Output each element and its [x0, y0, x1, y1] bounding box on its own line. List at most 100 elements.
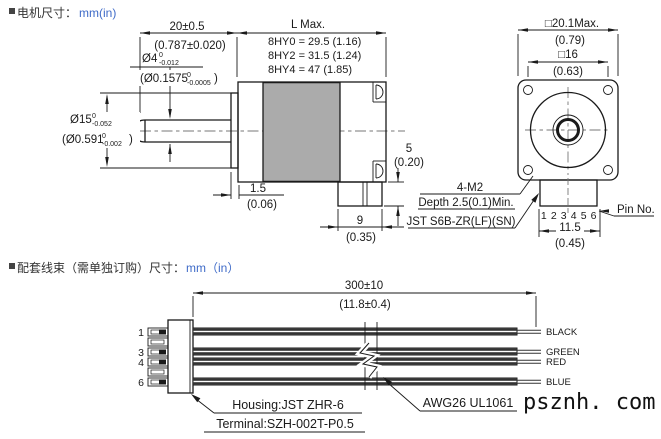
m2-depth-label: Depth 2.5(0.1)Min. — [418, 197, 513, 209]
dim-text-inch: (0.79) — [555, 35, 585, 47]
pin-number: 4 — [138, 357, 144, 369]
wire-label-red: RED — [546, 357, 566, 368]
wire-blue — [192, 377, 541, 386]
jst-label: JST S6B-ZR(LF)(SN) — [406, 216, 515, 228]
wire-green — [192, 347, 541, 356]
pin-number: 6 — [138, 377, 144, 389]
dim-harness-length: 300±10 (11.8±0.4) — [192, 280, 537, 327]
dim-text-inch: (0.45) — [555, 238, 585, 250]
awg-label: AWG26 UL1061 — [423, 396, 514, 410]
bullet-icon — [9, 263, 15, 269]
tolerance-lower: -0.0005 — [187, 80, 211, 87]
wire-label-black: BLACK — [546, 327, 578, 338]
tolerance-upper: 0 — [159, 52, 163, 59]
dim-text-inch: (0.63) — [553, 66, 583, 78]
screw-hole — [603, 165, 613, 175]
pin-number: 1 — [138, 327, 144, 339]
harness-drawing: 1 3 4 6 — [138, 280, 580, 433]
dim-shaft-length: 20±0.5 (0.787±0.020) — [139, 21, 238, 113]
dim-front-holes: □16 (0.63) — [527, 49, 609, 78]
m2-label: 4-M2 — [457, 182, 483, 194]
harness-connector — [167, 319, 194, 394]
dim-boss-length: 1.5 (0.06) — [213, 172, 284, 211]
dim-text: 1.5 — [250, 183, 266, 195]
label-pin-no: Pin No. — [598, 204, 655, 217]
tolerance-upper: 0 — [187, 72, 191, 79]
dim-text: □16 — [558, 49, 578, 61]
dim-text-inch: (11.8±0.4) — [339, 299, 391, 311]
connector-pins — [147, 327, 169, 387]
label-terminal: Terminal:SZH-002T-P0.5 — [204, 417, 365, 433]
harness-title-unit: mm（in） — [186, 261, 239, 275]
tolerance-upper: 0 — [102, 133, 106, 140]
label-housing: Housing:JST ZHR-6 — [191, 394, 362, 414]
dim-text-inch: ) — [214, 73, 218, 85]
pilot-circle — [529, 91, 607, 169]
tolerance-lower: -0.052 — [92, 121, 112, 128]
motor-lamination — [262, 81, 341, 183]
pilot-boss — [230, 92, 239, 169]
dim-text-inch: (Ø0.1575 — [140, 73, 188, 85]
bearing-circle — [552, 114, 584, 146]
dim-text: □20.1Max. — [545, 18, 599, 30]
wire-red — [192, 357, 541, 366]
wire-black — [192, 327, 541, 336]
harness-section-title: 配套线束（需单独订购）尺寸： mm（in） — [9, 260, 239, 275]
dim-front-outer: □20.1Max. (0.79) — [517, 18, 619, 76]
dim-shaft-diameter: Ø4 0 -0.012 (Ø0.1575 0 -0.0005 ) — [130, 52, 222, 162]
dim-text-inch: (0.06) — [247, 199, 277, 211]
screw-hole — [523, 85, 533, 95]
dim-text: 9 — [357, 215, 363, 227]
motor-title: 电机尺寸： — [17, 6, 77, 20]
label-mounting-holes: 4-M2 Depth 2.5(0.1)Min. — [418, 175, 534, 210]
length-row: 8HY4 = 47 (1.85) — [268, 64, 352, 76]
terminal-label: Terminal:SZH-002T-P0.5 — [216, 417, 354, 431]
dim-text: 11.5 — [559, 222, 581, 234]
label-motor-connector: JST S6B-ZR(LF)(SN) — [406, 193, 539, 229]
rear-screw-hole-top — [372, 82, 386, 103]
rear-screw-hole-bottom — [372, 160, 386, 182]
harness-title: 配套线束（需单独订购）尺寸： — [17, 260, 185, 275]
housing-label: Housing:JST ZHR-6 — [232, 398, 344, 412]
dim-text-inch: (0.787±0.020) — [154, 40, 226, 52]
dim-text: 5 — [406, 143, 412, 155]
break-symbol — [354, 322, 382, 390]
dim-text: 300±10 — [345, 280, 383, 292]
motor-section-title: 电机尺寸： mm(in) — [9, 6, 116, 20]
dim-front-connector: 1 2 3 4 5 6 11.5 (0.45) — [538, 209, 601, 250]
screw-hole — [523, 165, 533, 175]
pin-no-label: Pin No. — [617, 204, 655, 216]
pin-numbers: 1 2 3 4 5 6 — [541, 210, 597, 222]
tolerance-upper: 0 — [92, 113, 96, 120]
dim-motor-length: L Max. 8HY0 = 29.5 (1.16) 8HY2 = 31.5 (1… — [237, 19, 387, 77]
motor-side-view — [97, 81, 405, 207]
dim-text-inch: (0.35) — [346, 232, 376, 244]
dim-text-inch: (Ø0.591 — [62, 134, 104, 146]
length-row: 8HY2 = 31.5 (1.24) — [268, 50, 361, 62]
label-awg: AWG26 UL1061 — [383, 377, 517, 412]
dim-text: 20±0.5 — [169, 21, 204, 33]
dim-text: Ø4 — [142, 53, 158, 65]
dim-connector-width: 9 (0.35) — [320, 209, 404, 244]
motor-front-view — [517, 79, 619, 213]
shaft-circle — [556, 118, 580, 142]
dim-text: Ø15 — [70, 114, 92, 126]
dim-connector-height: 5 (0.20) — [384, 143, 424, 226]
dim-text-inch: ) — [129, 134, 133, 146]
dim-boss-diameter: Ø15 0 -0.052 (Ø0.591 0 -0.002 ) — [58, 92, 233, 169]
watermark: psznh. com — [523, 390, 655, 415]
side-connector — [337, 181, 383, 207]
pin-number: 3 — [138, 347, 144, 359]
tolerance-lower: -0.012 — [159, 60, 179, 67]
dim-text-inch: (0.20) — [394, 157, 424, 169]
wire-label-green: GREEN — [546, 347, 580, 358]
screw-hole — [603, 85, 613, 95]
wires — [192, 327, 541, 386]
tolerance-lower: -0.002 — [102, 141, 122, 148]
front-connector — [539, 179, 598, 207]
dim-text: L Max. — [291, 19, 325, 31]
length-row: 8HY0 = 29.5 (1.16) — [268, 36, 361, 48]
bullet-icon — [9, 8, 15, 14]
